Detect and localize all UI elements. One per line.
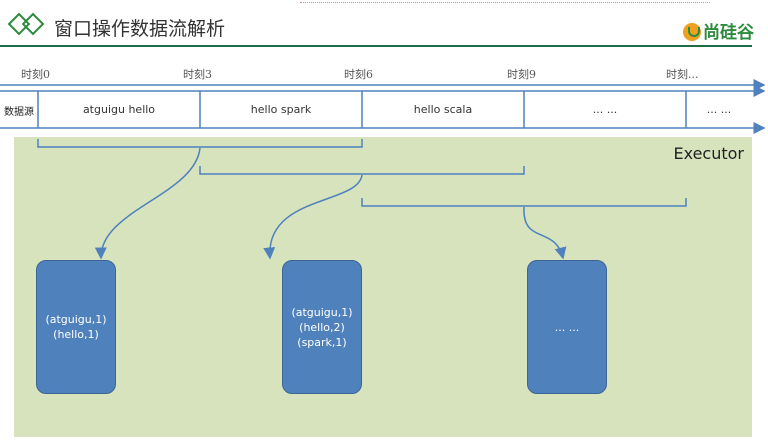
rdd-line: (hello,2) bbox=[299, 320, 345, 334]
window-bracket-1 bbox=[37, 139, 363, 148]
window-arrow-3 bbox=[523, 206, 567, 260]
diamond-logo-icon bbox=[8, 12, 45, 36]
time-label-6: 时刻6 bbox=[344, 68, 373, 81]
time-label-3: 时刻3 bbox=[183, 68, 212, 81]
stream-cell: ... ... bbox=[706, 103, 732, 116]
result-rdd-1: (atguigu,1) (hello,1) bbox=[36, 260, 116, 394]
window-bracket-3 bbox=[361, 198, 687, 207]
result-rdd-2: (atguigu,1) (hello,2) (spark,1) bbox=[282, 260, 362, 394]
top-dotted-rule bbox=[300, 2, 710, 3]
page-title: 窗口操作数据流解析 bbox=[54, 18, 226, 40]
window-arrow-1 bbox=[94, 147, 201, 260]
stream-cell: hello spark bbox=[250, 103, 312, 116]
executor-label: Executor bbox=[673, 144, 744, 163]
brand-logo: 尚硅谷 bbox=[683, 18, 754, 43]
stream-cell: atguigu hello bbox=[82, 103, 156, 116]
rdd-line: ... ... bbox=[554, 320, 580, 334]
stream-cell: hello scala bbox=[413, 103, 473, 116]
brand-mark-icon bbox=[683, 23, 701, 41]
executor-area bbox=[14, 137, 752, 437]
window-bracket-2 bbox=[199, 166, 525, 175]
time-label-9: 时刻9 bbox=[507, 68, 536, 81]
stream-source-label: 数据源 bbox=[4, 107, 34, 118]
header-divider bbox=[0, 45, 752, 47]
brand-logo-text: 尚硅谷 bbox=[703, 23, 754, 43]
result-rdd-3: ... ... bbox=[527, 260, 607, 394]
window-arrow-2 bbox=[263, 174, 363, 260]
stream-cell: ... ... bbox=[592, 103, 618, 116]
time-label-more: 时刻... bbox=[666, 68, 699, 81]
rdd-line: (atguigu,1) bbox=[45, 313, 107, 326]
time-label-0: 时刻0 bbox=[21, 68, 50, 81]
rdd-line: (spark,1) bbox=[297, 335, 347, 349]
rdd-line: (hello,1) bbox=[53, 328, 99, 341]
rdd-line: (atguigu,1) bbox=[291, 305, 353, 319]
